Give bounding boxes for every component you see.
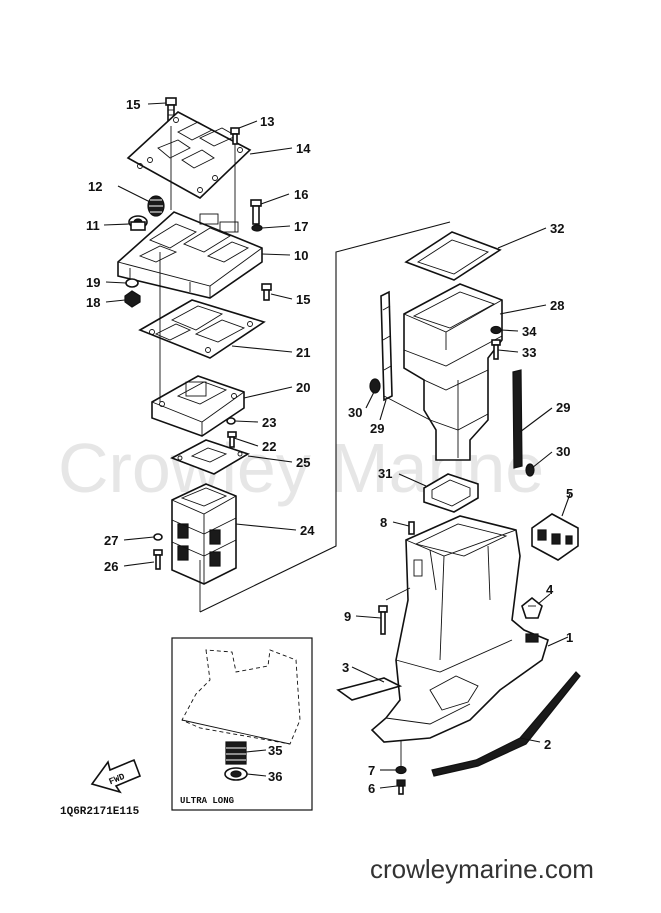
callout-13: 13 bbox=[260, 114, 274, 129]
part-26-bolt bbox=[153, 549, 163, 570]
part-21-gasket bbox=[138, 299, 266, 359]
part-3-plate bbox=[336, 677, 403, 701]
part-20-plate bbox=[151, 375, 245, 437]
part-23-washer bbox=[226, 417, 236, 425]
callout-numbers: 15 13 14 12 11 16 17 10 19 18 15 21 20 2… bbox=[86, 97, 573, 796]
part-4-anode bbox=[521, 596, 543, 619]
inset-ultra-long bbox=[171, 637, 313, 811]
callout-27: 27 bbox=[104, 533, 118, 548]
part-18-nut bbox=[124, 290, 141, 308]
alignment-lines-right bbox=[383, 395, 431, 766]
callout-4: 4 bbox=[546, 582, 554, 597]
callout-7: 7 bbox=[368, 763, 375, 778]
part-15-bolt-lower bbox=[261, 283, 272, 301]
part-31-seal bbox=[423, 473, 479, 513]
part-27-washer bbox=[153, 533, 163, 541]
leader-lines bbox=[103, 102, 571, 789]
callout-19: 19 bbox=[86, 275, 100, 290]
callout-17: 17 bbox=[294, 219, 308, 234]
part-30-grommet-right bbox=[525, 463, 535, 477]
part-14-gasket bbox=[126, 111, 252, 199]
callout-22: 22 bbox=[262, 439, 276, 454]
alignment-lines-left bbox=[159, 126, 236, 612]
part-25-gasket bbox=[170, 439, 250, 475]
callout-21: 21 bbox=[296, 345, 310, 360]
part-10-upper-casing bbox=[117, 211, 263, 299]
part-35-gear bbox=[225, 741, 247, 765]
offset-line bbox=[199, 221, 451, 613]
callout-26: 26 bbox=[104, 559, 118, 574]
callout-36: 36 bbox=[268, 769, 282, 784]
callout-35: 35 bbox=[268, 743, 282, 758]
part-11-grommet bbox=[128, 215, 148, 231]
diagram-code: 1Q6R2171E115 bbox=[60, 806, 140, 818]
part-1-lower-casing bbox=[370, 515, 549, 743]
callout-2: 2 bbox=[544, 737, 551, 752]
part-29-strip-left bbox=[380, 290, 393, 402]
callout-18: 18 bbox=[86, 295, 100, 310]
callout-16: 16 bbox=[294, 187, 308, 202]
callout-33: 33 bbox=[522, 345, 536, 360]
callout-14: 14 bbox=[296, 141, 311, 156]
part-32-gasket bbox=[404, 231, 502, 281]
callout-11: 11 bbox=[86, 218, 100, 233]
callout-29-left: 29 bbox=[370, 421, 384, 436]
part-19-washer bbox=[125, 278, 139, 288]
part-22-bolt bbox=[227, 431, 237, 448]
callout-9: 9 bbox=[344, 609, 351, 624]
callout-28: 28 bbox=[550, 298, 564, 313]
part-30-grommet-left bbox=[369, 378, 381, 394]
part-28-oil-pan bbox=[403, 283, 503, 461]
part-33-bolt bbox=[491, 339, 501, 360]
fwd-arrow-icon bbox=[90, 758, 142, 794]
inset-label: ULTRA LONG bbox=[180, 796, 234, 806]
callout-30-right: 30 bbox=[556, 444, 570, 459]
callout-29-right: 29 bbox=[556, 400, 570, 415]
part-16-bolt bbox=[250, 199, 262, 225]
callout-34: 34 bbox=[522, 324, 537, 339]
callout-8: 8 bbox=[380, 515, 387, 530]
part-7-washer bbox=[395, 765, 407, 775]
callout-6: 6 bbox=[368, 781, 375, 796]
callout-32: 32 bbox=[550, 221, 564, 236]
callout-23: 23 bbox=[262, 415, 276, 430]
callout-15-lower: 15 bbox=[296, 292, 310, 307]
part-9-bolt bbox=[378, 605, 388, 635]
part-29-strip-right bbox=[512, 369, 523, 469]
part-34-washer bbox=[490, 325, 502, 335]
part-6-bolt bbox=[396, 779, 406, 795]
part-12-spring bbox=[147, 195, 165, 217]
callout-1: 1 bbox=[566, 630, 573, 645]
callout-15-top: 15 bbox=[126, 97, 140, 112]
callout-5: 5 bbox=[566, 486, 573, 501]
part-5-seal bbox=[531, 513, 579, 561]
callout-20: 20 bbox=[296, 380, 310, 395]
callout-24: 24 bbox=[300, 523, 315, 538]
part-36-washer bbox=[224, 767, 248, 781]
part-8-pin bbox=[408, 521, 415, 535]
callout-25: 25 bbox=[296, 455, 310, 470]
callout-3: 3 bbox=[342, 660, 349, 675]
callout-31: 31 bbox=[378, 466, 392, 481]
part-2-strip bbox=[431, 671, 581, 777]
part-17-washer bbox=[251, 224, 263, 232]
callout-12: 12 bbox=[88, 179, 102, 194]
callout-10: 10 bbox=[294, 248, 308, 263]
callout-30-left: 30 bbox=[348, 405, 362, 420]
site-text: crowleymarine.com bbox=[370, 854, 594, 884]
part-24-extension bbox=[171, 483, 237, 585]
